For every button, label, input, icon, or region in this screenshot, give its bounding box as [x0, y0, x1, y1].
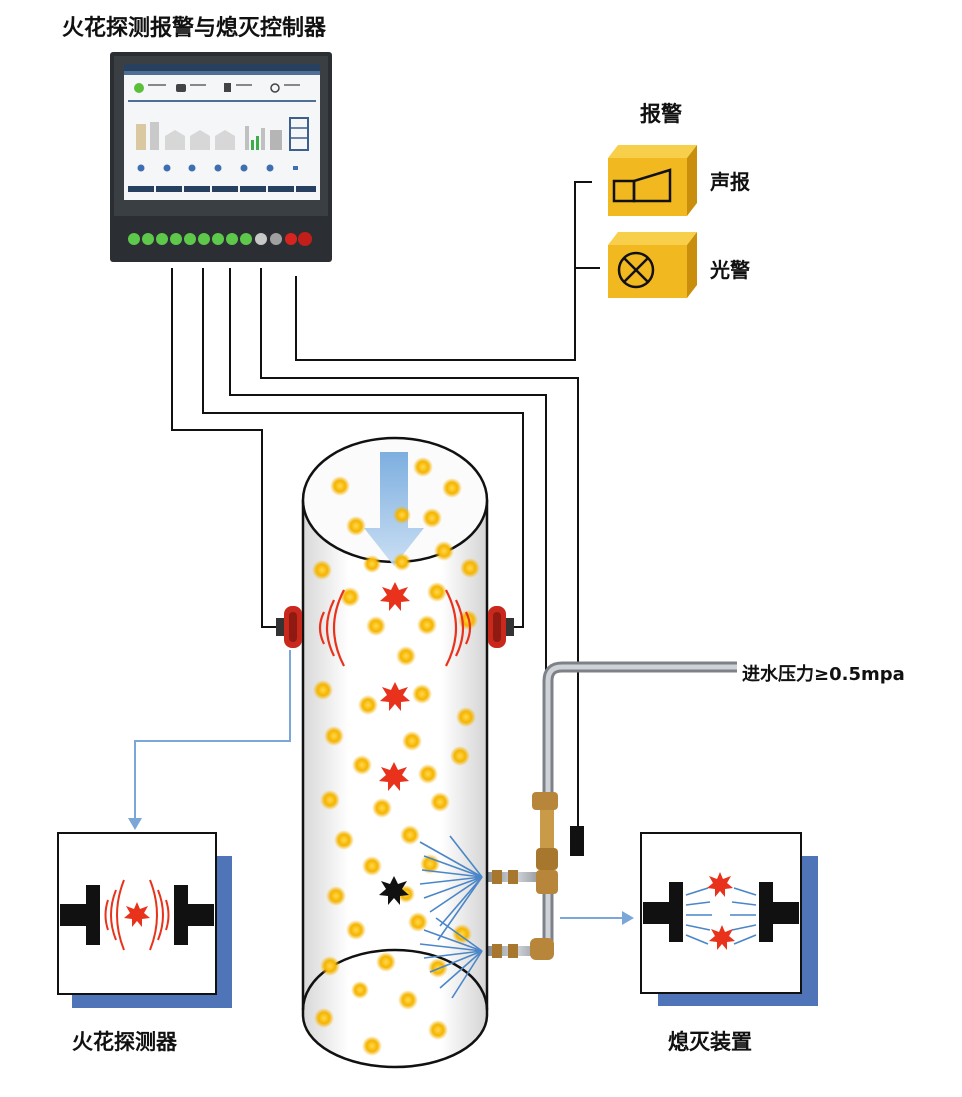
water-pressure-label: 进水压力≥0.5mpa	[742, 664, 905, 685]
controller-title: 火花探测报警与熄灭控制器	[62, 16, 327, 41]
signal-lines	[128, 650, 634, 925]
sound-alarm-device	[608, 145, 697, 216]
extinguisher-label: 熄灭装置	[668, 1030, 752, 1054]
extinguisher-inset	[640, 832, 818, 1006]
spark-2	[380, 682, 410, 711]
sound-alarm-label: 声报	[710, 170, 750, 194]
sparks	[379, 582, 410, 905]
lamp-icon	[617, 251, 655, 289]
solenoid-valve	[570, 826, 584, 856]
light-alarm-device	[608, 232, 697, 298]
alarm-title: 报警	[640, 102, 682, 126]
detection-waves	[318, 589, 472, 667]
airflow-arrow	[364, 452, 424, 566]
light-alarm-label: 光警	[710, 258, 750, 282]
extinguished-spark	[379, 876, 409, 905]
spark-3	[379, 762, 409, 791]
water-spray-upper	[419, 835, 483, 941]
left-spark-detector	[276, 606, 302, 648]
spark-1	[380, 582, 410, 611]
valve-assembly	[492, 792, 584, 960]
detector-inset	[57, 832, 232, 1008]
controller-panel	[110, 52, 332, 262]
spark-detector-label: 火花探测器	[72, 1030, 177, 1054]
right-spark-detector	[488, 606, 514, 648]
control-wiring	[171, 181, 600, 830]
water-spray-lower	[419, 917, 483, 999]
horn-icon	[612, 168, 672, 203]
indicator-lights	[128, 232, 312, 246]
